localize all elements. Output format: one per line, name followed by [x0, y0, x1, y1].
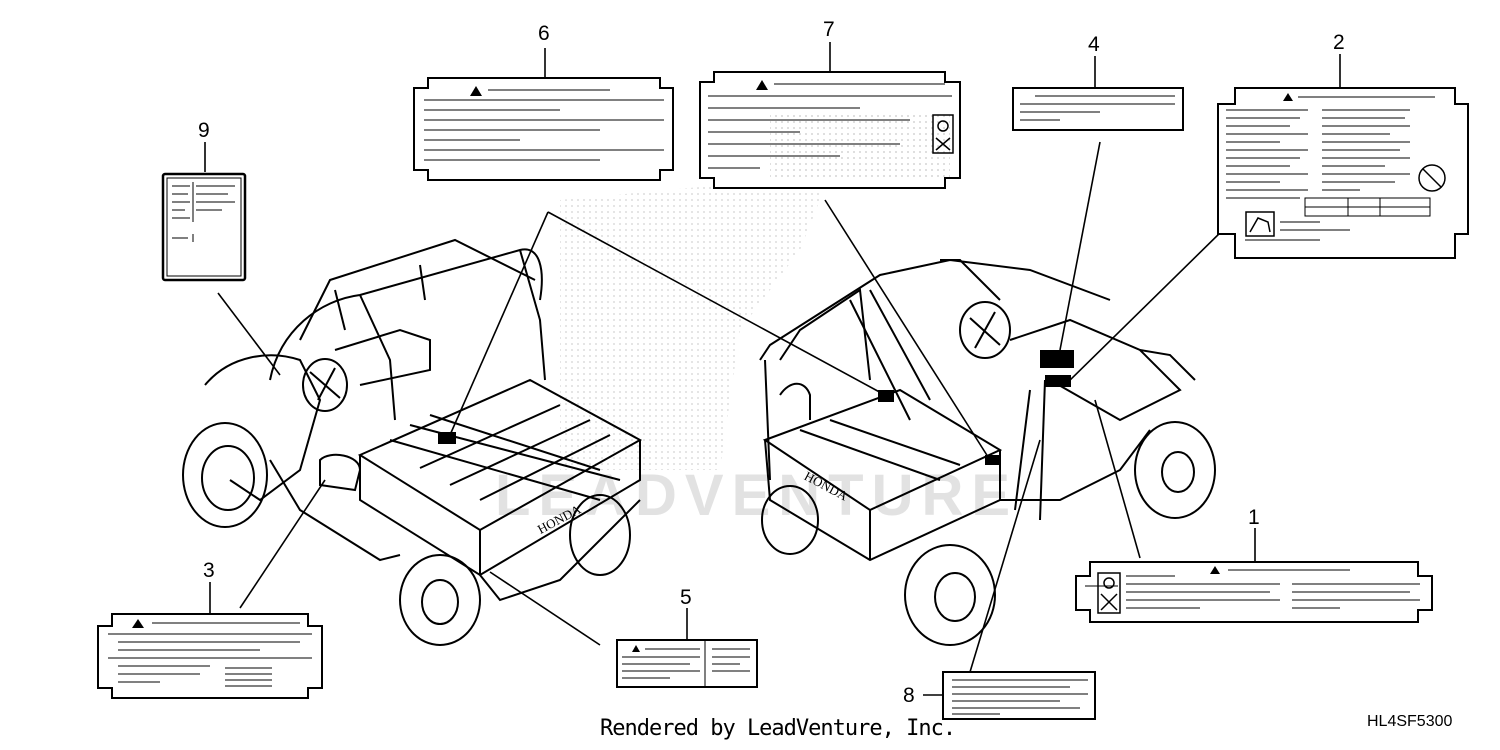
- warning-triangle-icon: [756, 80, 768, 90]
- warning-triangle-icon: [1210, 566, 1220, 574]
- left-bed-brand: HONDA: [535, 501, 584, 537]
- label-patch: [438, 432, 456, 444]
- leader-lines: [204, 42, 1341, 696]
- callout-2: 2: [1333, 31, 1345, 54]
- right-vehicle: [759, 258, 1216, 646]
- person-figure-icon: [1245, 211, 1275, 237]
- label-5: [616, 639, 758, 688]
- callout-7: 7: [823, 18, 835, 41]
- warning-triangle-icon: [132, 619, 144, 628]
- label-patch: [1040, 350, 1074, 368]
- label-6: [413, 77, 674, 181]
- label-patch: [985, 455, 999, 465]
- footer-credit: Rendered by LeadVenture, Inc.: [600, 716, 956, 741]
- callout-6: 6: [538, 22, 550, 45]
- label-9: [161, 172, 247, 282]
- left-vehicle: [182, 238, 643, 646]
- label-patch: [1045, 375, 1071, 387]
- label-3: [97, 613, 323, 699]
- spec-table: [1304, 197, 1431, 217]
- passenger-icon: [1097, 572, 1121, 614]
- warning-triangle-icon: [632, 645, 640, 652]
- callout-1: 1: [1248, 506, 1260, 529]
- helmet-icon: [932, 114, 954, 154]
- callout-9: 9: [198, 119, 210, 142]
- warning-triangle-icon: [470, 86, 482, 96]
- callout-8: 8: [903, 684, 915, 707]
- honda-wing-watermark: [560, 175, 830, 470]
- label-7: [699, 71, 961, 189]
- right-bed-brand: HONDA: [802, 468, 851, 504]
- callout-4: 4: [1088, 33, 1100, 56]
- no-symbol-icon: [1418, 164, 1446, 192]
- label-1: [1075, 561, 1433, 623]
- label-4: [1012, 87, 1184, 131]
- label-2: [1217, 87, 1469, 259]
- callout-5: 5: [680, 586, 692, 609]
- warning-triangle-icon: [1283, 93, 1293, 101]
- label-8: [942, 671, 1096, 720]
- callout-3: 3: [203, 559, 215, 582]
- diagram-code: HL4SF5300: [1367, 713, 1453, 730]
